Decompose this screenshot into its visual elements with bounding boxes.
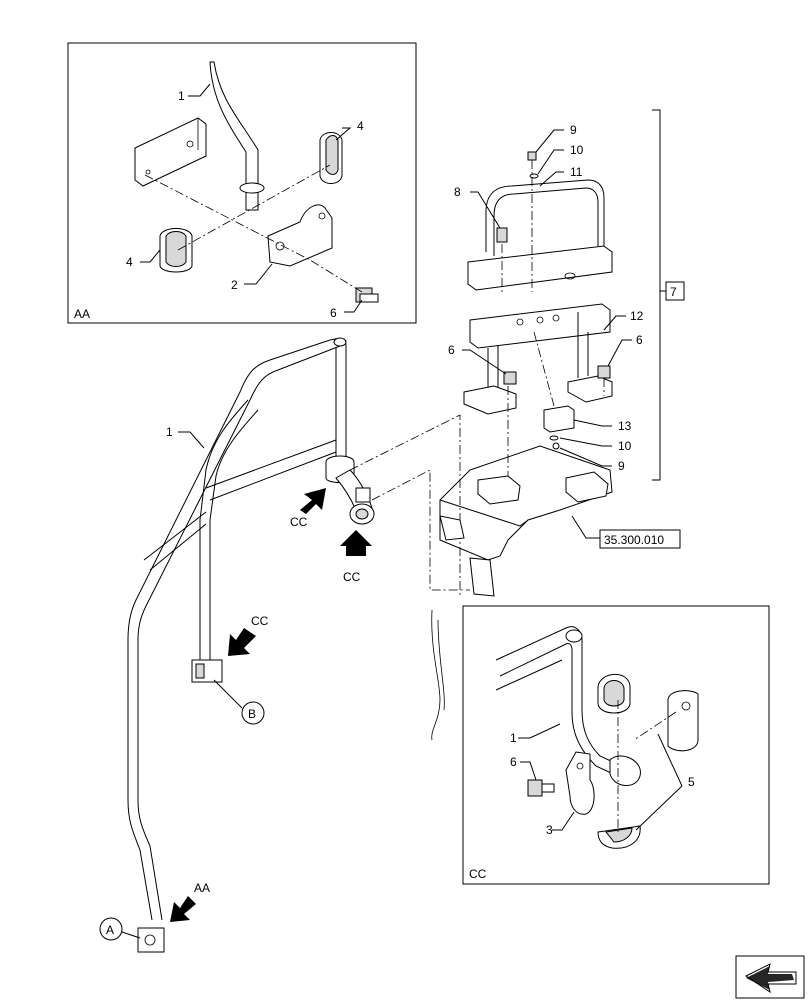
step-foot-right xyxy=(567,375,613,403)
cc-clamp xyxy=(565,751,595,815)
callout-st-12: 12 xyxy=(630,309,644,323)
step-bracket xyxy=(469,303,611,349)
detail-view-aa: AA 1 4 4 2 xyxy=(67,42,417,324)
callout-aa-4-left: 4 xyxy=(126,255,133,269)
detail-view-cc: CC 1 6 3 5 xyxy=(462,605,770,885)
callout-st-9-bot: 9 xyxy=(618,459,625,473)
detail-aa-label: AA xyxy=(74,307,90,321)
callout-st-8: 8 xyxy=(454,185,461,199)
callout-st-6-right: 6 xyxy=(636,333,643,347)
ref-circle-b xyxy=(241,701,265,725)
view-label-cc-mid: CC xyxy=(251,614,269,628)
bolt-6-left xyxy=(503,371,517,385)
callout-st-10-top: 10 xyxy=(570,143,584,157)
callout-aa-2: 2 xyxy=(231,278,238,292)
section-ref-label: 35.300.010 xyxy=(604,533,664,547)
cc-rubber-pad xyxy=(667,690,699,752)
view-label-cc-upper: CC xyxy=(290,515,308,529)
callout-cc-3: 3 xyxy=(546,823,553,837)
detail-aa-frame xyxy=(67,42,417,324)
ref-circle-b-label: B xyxy=(248,707,256,721)
callout-st-13: 13 xyxy=(618,419,632,433)
fender-pad-left xyxy=(477,475,521,505)
fender-pad-right xyxy=(565,471,609,503)
cc-bolt xyxy=(527,779,555,797)
view-arrow-cc-upper xyxy=(300,488,326,514)
callout-main-1: 1 xyxy=(166,425,173,439)
callout-st-9-top: 9 xyxy=(570,123,577,137)
fender-block-upper xyxy=(439,515,465,541)
bolt-8 xyxy=(496,227,508,243)
cab-fender xyxy=(439,445,613,561)
callout-cc-1: 1 xyxy=(510,731,517,745)
callout-aa-6: 6 xyxy=(330,306,337,320)
fender-block-lower xyxy=(469,557,495,597)
view-arrow-aa-bottom xyxy=(170,896,196,922)
nut-9-bot xyxy=(552,442,560,450)
aa-handrail-tube xyxy=(209,61,259,211)
callout-cc-6: 6 xyxy=(510,755,517,769)
callout-st-10-bot: 10 xyxy=(618,439,632,453)
bolt-9-top xyxy=(527,151,537,161)
section-ref-box xyxy=(599,529,681,549)
direction-arrow-icon xyxy=(735,955,805,999)
step-assembly: 7 35.300.010 9 10 11 8 12 6 6 13 10 9 xyxy=(431,109,685,741)
aa-bolt xyxy=(355,287,379,303)
bolt-6-right xyxy=(597,365,611,379)
main-handrail: 1 B A CC CC CC AA xyxy=(99,337,470,953)
detail-cc-label: CC xyxy=(469,867,487,881)
view-arrow-cc-mid xyxy=(228,628,256,656)
callout-cc-5: 5 xyxy=(688,775,695,789)
callout-aa-4-top: 4 xyxy=(357,119,364,133)
aa-tube-ring xyxy=(239,182,265,194)
cc-rail-end xyxy=(565,629,583,643)
step-tread xyxy=(467,245,613,291)
main-clamp-a xyxy=(137,927,165,953)
ref-circle-a xyxy=(99,917,123,941)
view-label-cc-lower: CC xyxy=(343,570,361,584)
step-foot-left xyxy=(463,385,517,415)
washer-10-bot xyxy=(549,435,559,441)
ref-circle-a-label: A xyxy=(106,923,114,937)
group-ref-label: 7 xyxy=(670,285,677,299)
group-ref-box xyxy=(665,281,685,301)
plate-13 xyxy=(543,405,575,433)
cc-tube-end xyxy=(609,755,641,786)
washer-10-top xyxy=(529,173,539,179)
view-label-aa-bottom: AA xyxy=(194,881,210,895)
aa-clamp xyxy=(267,204,333,267)
callout-st-6-left: 6 xyxy=(448,343,455,357)
callout-st-11: 11 xyxy=(570,165,583,179)
view-arrow-cc-lower xyxy=(340,530,372,556)
callout-aa-1: 1 xyxy=(178,89,185,103)
